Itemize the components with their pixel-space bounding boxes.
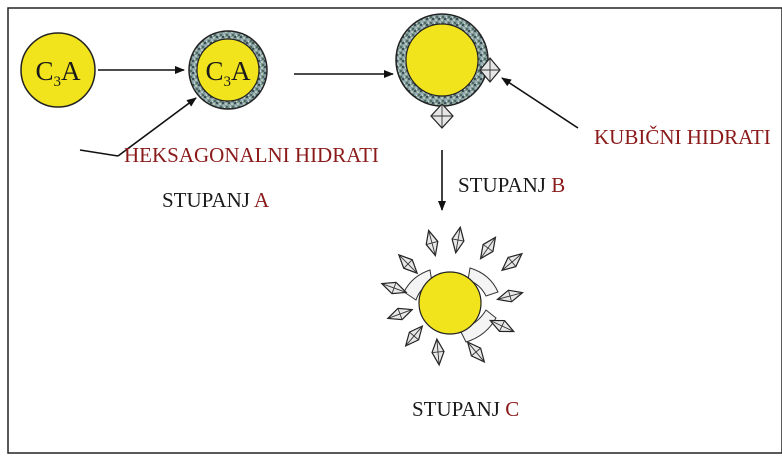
stage-b-particle	[395, 13, 489, 107]
crystal	[475, 233, 501, 263]
hexagonal-hydrates-label: HEKSAGONALNI HIDRATI	[124, 143, 379, 167]
cubic-hydrates-label: KUBIČNI HIDRATI	[594, 125, 771, 149]
stage-c-particle	[403, 267, 499, 343]
crystal	[495, 286, 525, 306]
crystal	[497, 248, 527, 276]
c3a-particle-label: C3A	[35, 56, 81, 90]
crystal	[385, 303, 415, 325]
cubic-crystal	[430, 103, 454, 129]
c3a-particle: C3A	[20, 32, 96, 108]
crystal	[379, 277, 409, 299]
cubic-crystal	[479, 57, 501, 83]
hexagonal-pointer	[79, 149, 119, 157]
cubic-pointer-arrow	[501, 77, 579, 129]
stage-c-label: STUPANJ C	[412, 397, 519, 421]
hexagonal-pointer-arrow	[117, 97, 197, 157]
figure-frame	[7, 7, 782, 454]
stage-b-label: STUPANJ B	[458, 173, 565, 197]
c3a-coated-particle: C3A	[188, 30, 268, 110]
crystal	[449, 225, 467, 255]
c3a-coated-label: C3A	[205, 56, 251, 90]
crystal	[400, 321, 428, 351]
crystal	[393, 249, 423, 279]
crystal	[430, 337, 446, 367]
stage-a-label: STUPANJ A	[162, 188, 270, 212]
crystal	[462, 337, 490, 367]
crystal	[422, 228, 442, 258]
